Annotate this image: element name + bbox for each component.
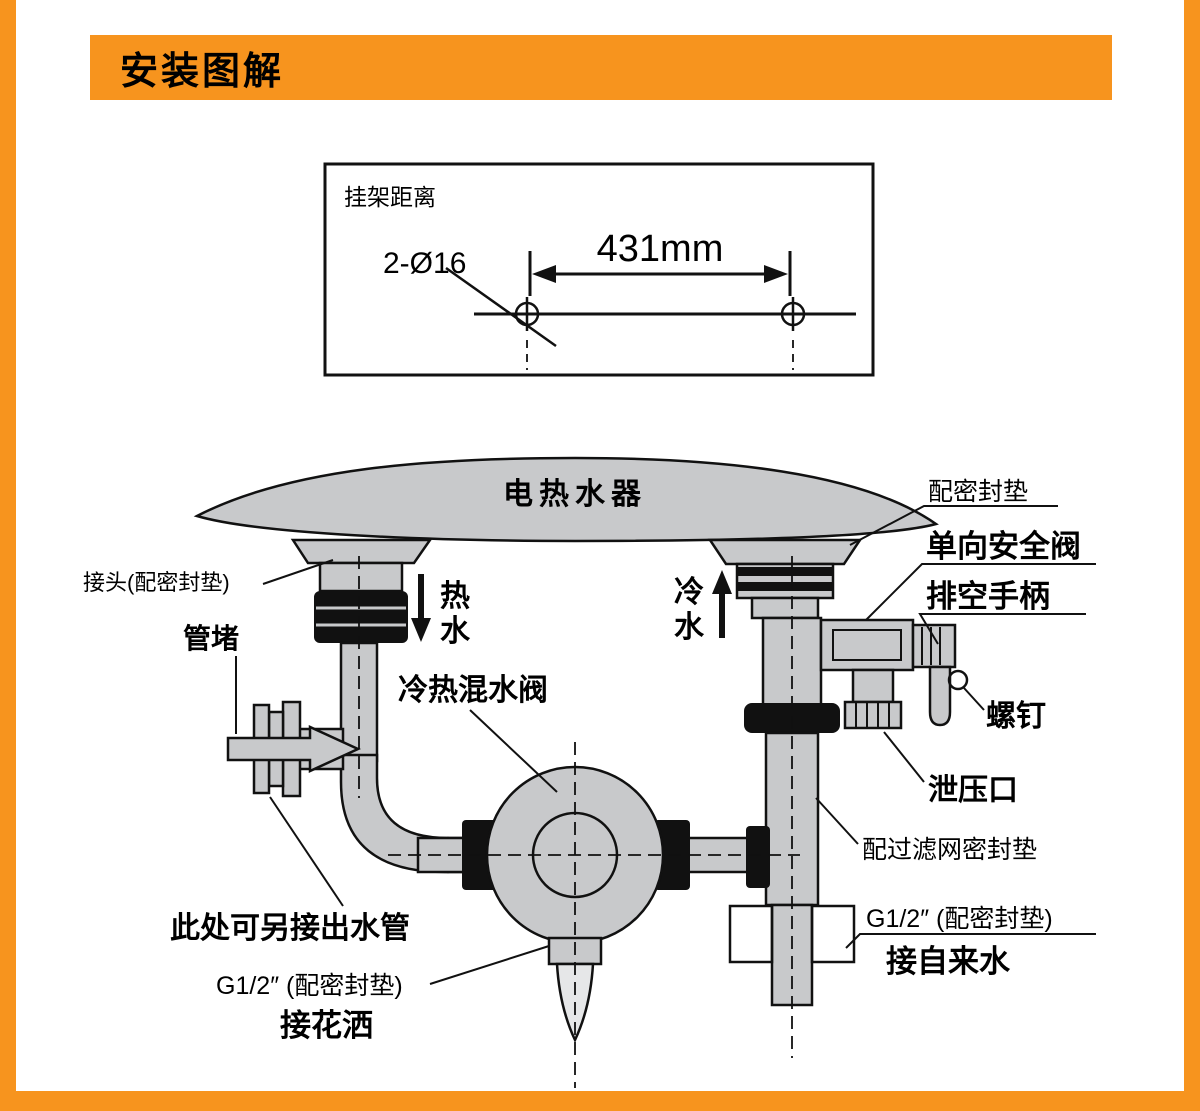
border-left xyxy=(0,0,16,1111)
pipe-plug-label: 管堵 xyxy=(183,622,239,654)
bracket-box-frame xyxy=(323,162,875,377)
safety-valve-leader xyxy=(865,563,1096,621)
relief-port-leader xyxy=(883,731,925,783)
connector-leader xyxy=(262,559,334,585)
mixing-valve-label: 冷热混水阀 xyxy=(398,674,548,707)
flow-arrows: 热 水 冷 水 xyxy=(411,570,732,648)
cold-gasket-ring-1 xyxy=(737,567,833,576)
gasket-label: 配密封垫 xyxy=(928,478,1028,506)
filter-gasket-leader xyxy=(815,797,859,845)
border-bottom xyxy=(0,1091,1200,1111)
mixing-valve-leader xyxy=(469,709,558,793)
plug-arrow-icon xyxy=(226,725,362,773)
relief-cap xyxy=(843,700,903,730)
alt-outlet-label: 此处可另接出水管 xyxy=(170,912,410,945)
shower-label: 接花洒 xyxy=(280,1008,373,1043)
page-title: 安装图解 xyxy=(120,51,285,93)
wall-fitting-right xyxy=(810,904,856,964)
cold-neck xyxy=(750,596,820,620)
drain-handle-label: 排空手柄 xyxy=(926,579,1050,614)
filter-gasket-label: 配过滤网密封垫 xyxy=(862,836,1037,864)
hot-gasket-stack xyxy=(314,591,408,643)
hole-spec-leader xyxy=(445,266,557,348)
down-arrow-icon xyxy=(411,618,431,642)
dim-arrow-left-icon xyxy=(532,265,556,283)
gasket-leader xyxy=(849,505,1058,546)
drain-handle-leader xyxy=(918,613,1086,645)
mixing-valve-assembly xyxy=(416,765,690,1043)
tap-water-label: 接自来水 xyxy=(886,944,1011,979)
hole-spec-label: 2-Ø16 xyxy=(383,247,466,280)
border-right xyxy=(1184,0,1200,1111)
safety-valve-window xyxy=(832,629,902,661)
hot-water-char-2: 水 xyxy=(440,615,471,648)
safety-valve-body xyxy=(819,618,915,672)
drain-handle-lever xyxy=(928,665,952,727)
centerlines xyxy=(358,556,800,1088)
tap-spec-leader xyxy=(845,933,1096,949)
hot-hex-nut xyxy=(318,561,404,593)
alt-outlet-leader xyxy=(269,796,344,907)
screw-label: 螺钉 xyxy=(986,700,1046,733)
connector-label: 接头(配密封垫) xyxy=(83,570,230,595)
screw-leader xyxy=(963,687,985,711)
shower-spec-leader xyxy=(429,945,550,985)
heater-label: 电热水器 xyxy=(503,478,647,511)
cold-flange xyxy=(707,538,863,566)
bracket-box-title: 挂架距离 xyxy=(344,184,436,210)
heater-tank-shape xyxy=(193,456,939,543)
section-header: 安装图解 xyxy=(90,35,1112,100)
tee-junction-gasket xyxy=(746,826,770,888)
tap-spec-label: G1/2″ (配密封垫) xyxy=(866,905,1053,933)
dim-arrow-right-icon xyxy=(764,265,788,283)
cold-gasket-ring-2 xyxy=(737,582,833,591)
hot-flange xyxy=(290,538,433,565)
relief-port-label: 泄压口 xyxy=(928,774,1018,807)
distance-label: 431mm xyxy=(597,228,724,270)
up-arrow-icon xyxy=(712,570,732,594)
screw-head xyxy=(947,669,969,691)
shower-spec-label: G1/2″ (配密封垫) xyxy=(216,972,403,1000)
callouts: 接头(配密封垫) 管堵 此处可另接出水管 冷热混水阀 配密封垫 单向安全阀 排空… xyxy=(83,478,1096,1043)
cold-water-char-2: 水 xyxy=(674,611,705,644)
hot-water-char-1: 热 xyxy=(440,580,470,613)
handle-mount xyxy=(911,623,957,669)
water-heater: 电热水器 xyxy=(193,456,939,543)
cold-water-char-1: 冷 xyxy=(674,576,704,609)
bracket-distance-box: 挂架距离 2-Ø16 431mm xyxy=(323,162,875,377)
relief-neck xyxy=(851,668,895,704)
wall-fitting-left xyxy=(728,904,774,964)
safety-valve-label: 单向安全阀 xyxy=(926,529,1081,564)
